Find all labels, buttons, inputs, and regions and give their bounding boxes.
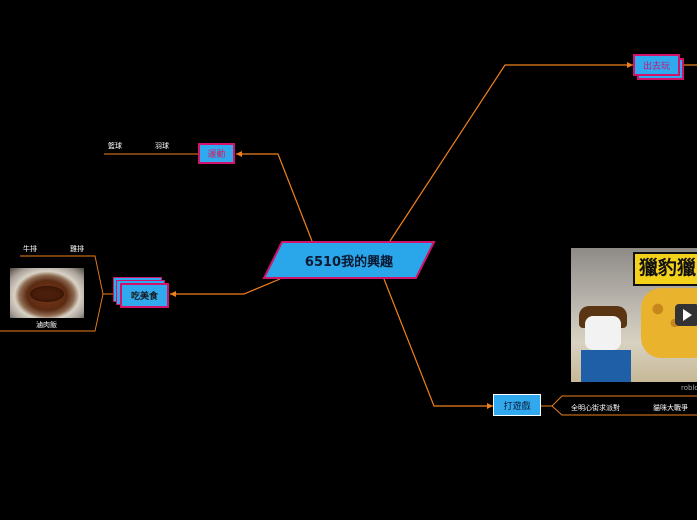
topic-game[interactable]: 打遊戲 <box>493 394 541 416</box>
line-center-food <box>170 278 281 295</box>
center-node-shape <box>262 241 436 279</box>
topic-outing[interactable]: 出去玩 <box>633 54 680 76</box>
avatar-head <box>585 316 621 350</box>
line-center-game <box>383 278 493 407</box>
line-center-sports <box>236 153 313 242</box>
arrow-sports <box>236 151 242 157</box>
topic-sports-label: 運動 <box>207 150 226 160</box>
image-caption-braised-pork-rice: 滷肉飯 <box>36 321 57 329</box>
leaf-battle-cats[interactable]: 貓咪大戰爭 <box>653 404 688 412</box>
avatar-body <box>581 350 631 382</box>
video-title-banner: 獵豹獵 <box>633 252 697 286</box>
arrow-game <box>487 403 493 409</box>
center-topic-label: 6510我的興趣 <box>304 254 394 270</box>
topic-sports[interactable]: 運動 <box>198 143 235 164</box>
topic-game-label: 打遊戲 <box>503 401 531 412</box>
center-topic[interactable]: 6510我的興趣 <box>262 241 436 279</box>
line-game-leaves <box>541 395 697 416</box>
leaf-basketball[interactable]: 籃球 <box>108 142 122 150</box>
topic-outing-label: 出去玩 <box>642 61 670 72</box>
leaf-chicken-cutlet[interactable]: 雞排 <box>70 245 84 253</box>
roblox-video-thumbnail[interactable]: 獵豹獵 <box>571 248 697 382</box>
arrow-outing <box>627 62 633 68</box>
arrow-food <box>170 291 176 297</box>
leaf-steak[interactable]: 牛排 <box>23 245 37 253</box>
line-food-bracket <box>0 255 115 332</box>
leaf-badminton[interactable]: 羽球 <box>155 142 169 150</box>
play-icon[interactable] <box>675 304 697 326</box>
line-center-outing <box>389 64 633 242</box>
video-caption: roblo <box>681 384 697 392</box>
rice-sauce <box>30 286 64 302</box>
topic-food[interactable]: 吃美食 <box>120 283 169 308</box>
leaf-party-game[interactable]: 全明心街求派對 <box>571 404 620 412</box>
topic-food-label: 吃美食 <box>130 292 158 302</box>
leopard-figure <box>641 288 697 358</box>
braised-pork-rice-image <box>10 268 84 318</box>
